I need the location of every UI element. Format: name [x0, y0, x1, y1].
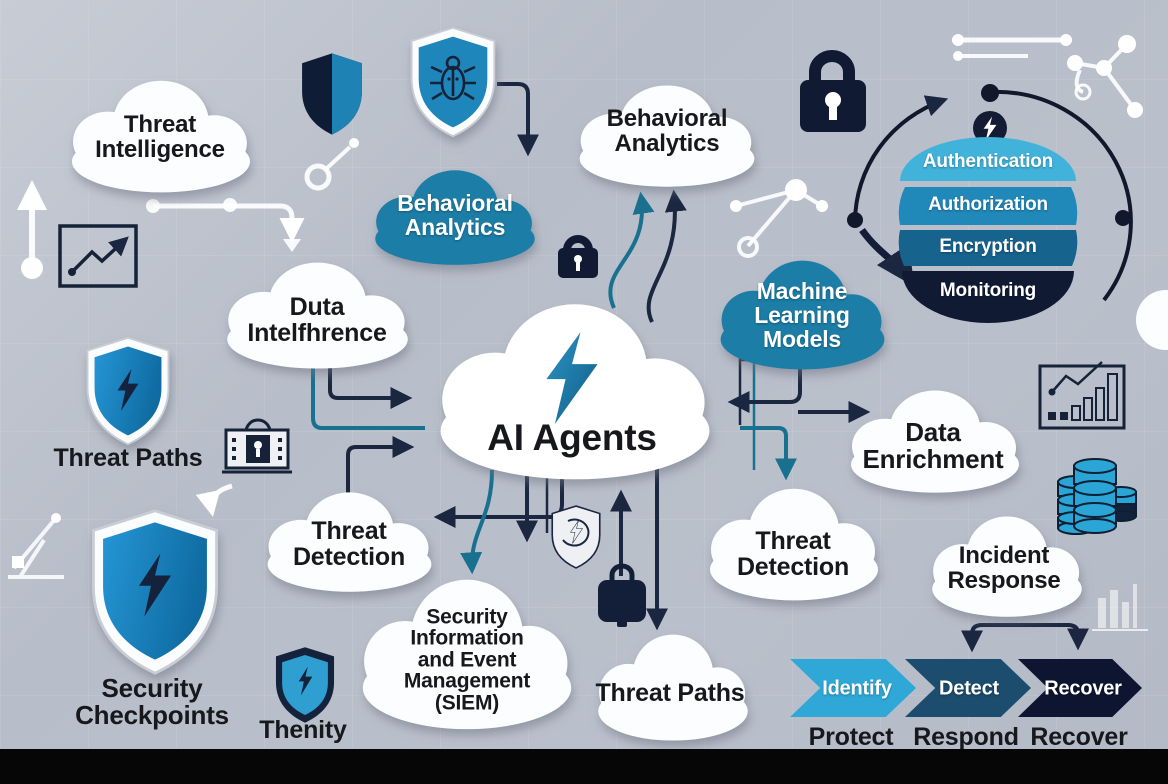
white-up-arrow	[17, 180, 47, 279]
network-nodes-icon-topright	[952, 34, 1143, 118]
bug-glyph	[430, 55, 476, 101]
arrow-up-navy	[646, 189, 687, 323]
outline-bolt-shield-icon	[551, 505, 601, 569]
padlock-icon-small	[558, 235, 598, 278]
cycle-arrow-icon	[847, 84, 1133, 302]
arrow-td-to-ai	[346, 436, 415, 496]
arrow-ai-to-siem	[460, 469, 494, 575]
threat-detection-right-cloud	[710, 488, 878, 601]
white-ring-node	[304, 138, 359, 191]
padlock-icon-large	[800, 50, 866, 132]
white-connector-left	[146, 198, 305, 243]
threat-intelligence-cloud	[71, 80, 251, 193]
arrow-bugshield-to-analytics	[497, 82, 539, 157]
funnel-layer-monitoring	[902, 271, 1074, 323]
database-icon	[1057, 458, 1137, 535]
funnel-layer-encryption	[898, 230, 1078, 266]
white-curved-arrow	[195, 239, 301, 517]
arrow-duta-to-ai	[328, 368, 413, 409]
white-down-triangle	[283, 239, 301, 252]
arrow-up-teal	[608, 191, 655, 309]
machine-learning-cloud	[720, 260, 885, 370]
faint-bar-chart-icon	[1092, 584, 1148, 631]
laptop-padlock-icon	[222, 418, 292, 474]
siem-cloud	[362, 579, 572, 730]
bracket-arrow-left	[961, 623, 1025, 653]
threat-paths-cloud	[598, 634, 748, 741]
data-enrichment-cloud	[851, 390, 1019, 493]
bug-shield-icon	[410, 26, 496, 138]
security-funnel	[898, 111, 1078, 323]
bracket-arrow-right	[1025, 623, 1089, 651]
bar-chart-icon	[1038, 361, 1126, 430]
threat-paths-shield-icon	[86, 336, 170, 446]
arrow-ml-to-ai	[727, 360, 802, 413]
line-chart-icon	[58, 224, 138, 288]
threat-detection-left-cloud	[267, 492, 432, 592]
behavioral-analytics-top-cloud	[579, 85, 755, 187]
flow-arrows	[311, 82, 1089, 653]
security-checkpoints-shield-icon	[92, 509, 219, 675]
briefcase-icon	[598, 563, 646, 627]
edge-cloud-puff	[1136, 290, 1168, 350]
data-intelligence-cloud	[227, 262, 408, 369]
line-duta-teal	[311, 368, 425, 430]
arrow-ai-to-td-right	[740, 426, 797, 481]
funnel-layer-authentication	[900, 137, 1076, 181]
bottom-black-bar	[0, 749, 1168, 784]
thenity-shield-icon	[275, 647, 335, 723]
funnel-layer-authorization	[898, 187, 1078, 225]
behavioral-analytics-blue-cloud	[375, 170, 535, 265]
white-drafting-icon	[8, 513, 64, 579]
two-tone-shield-icon	[302, 53, 362, 135]
network-nodes-icon-mid	[730, 179, 828, 258]
